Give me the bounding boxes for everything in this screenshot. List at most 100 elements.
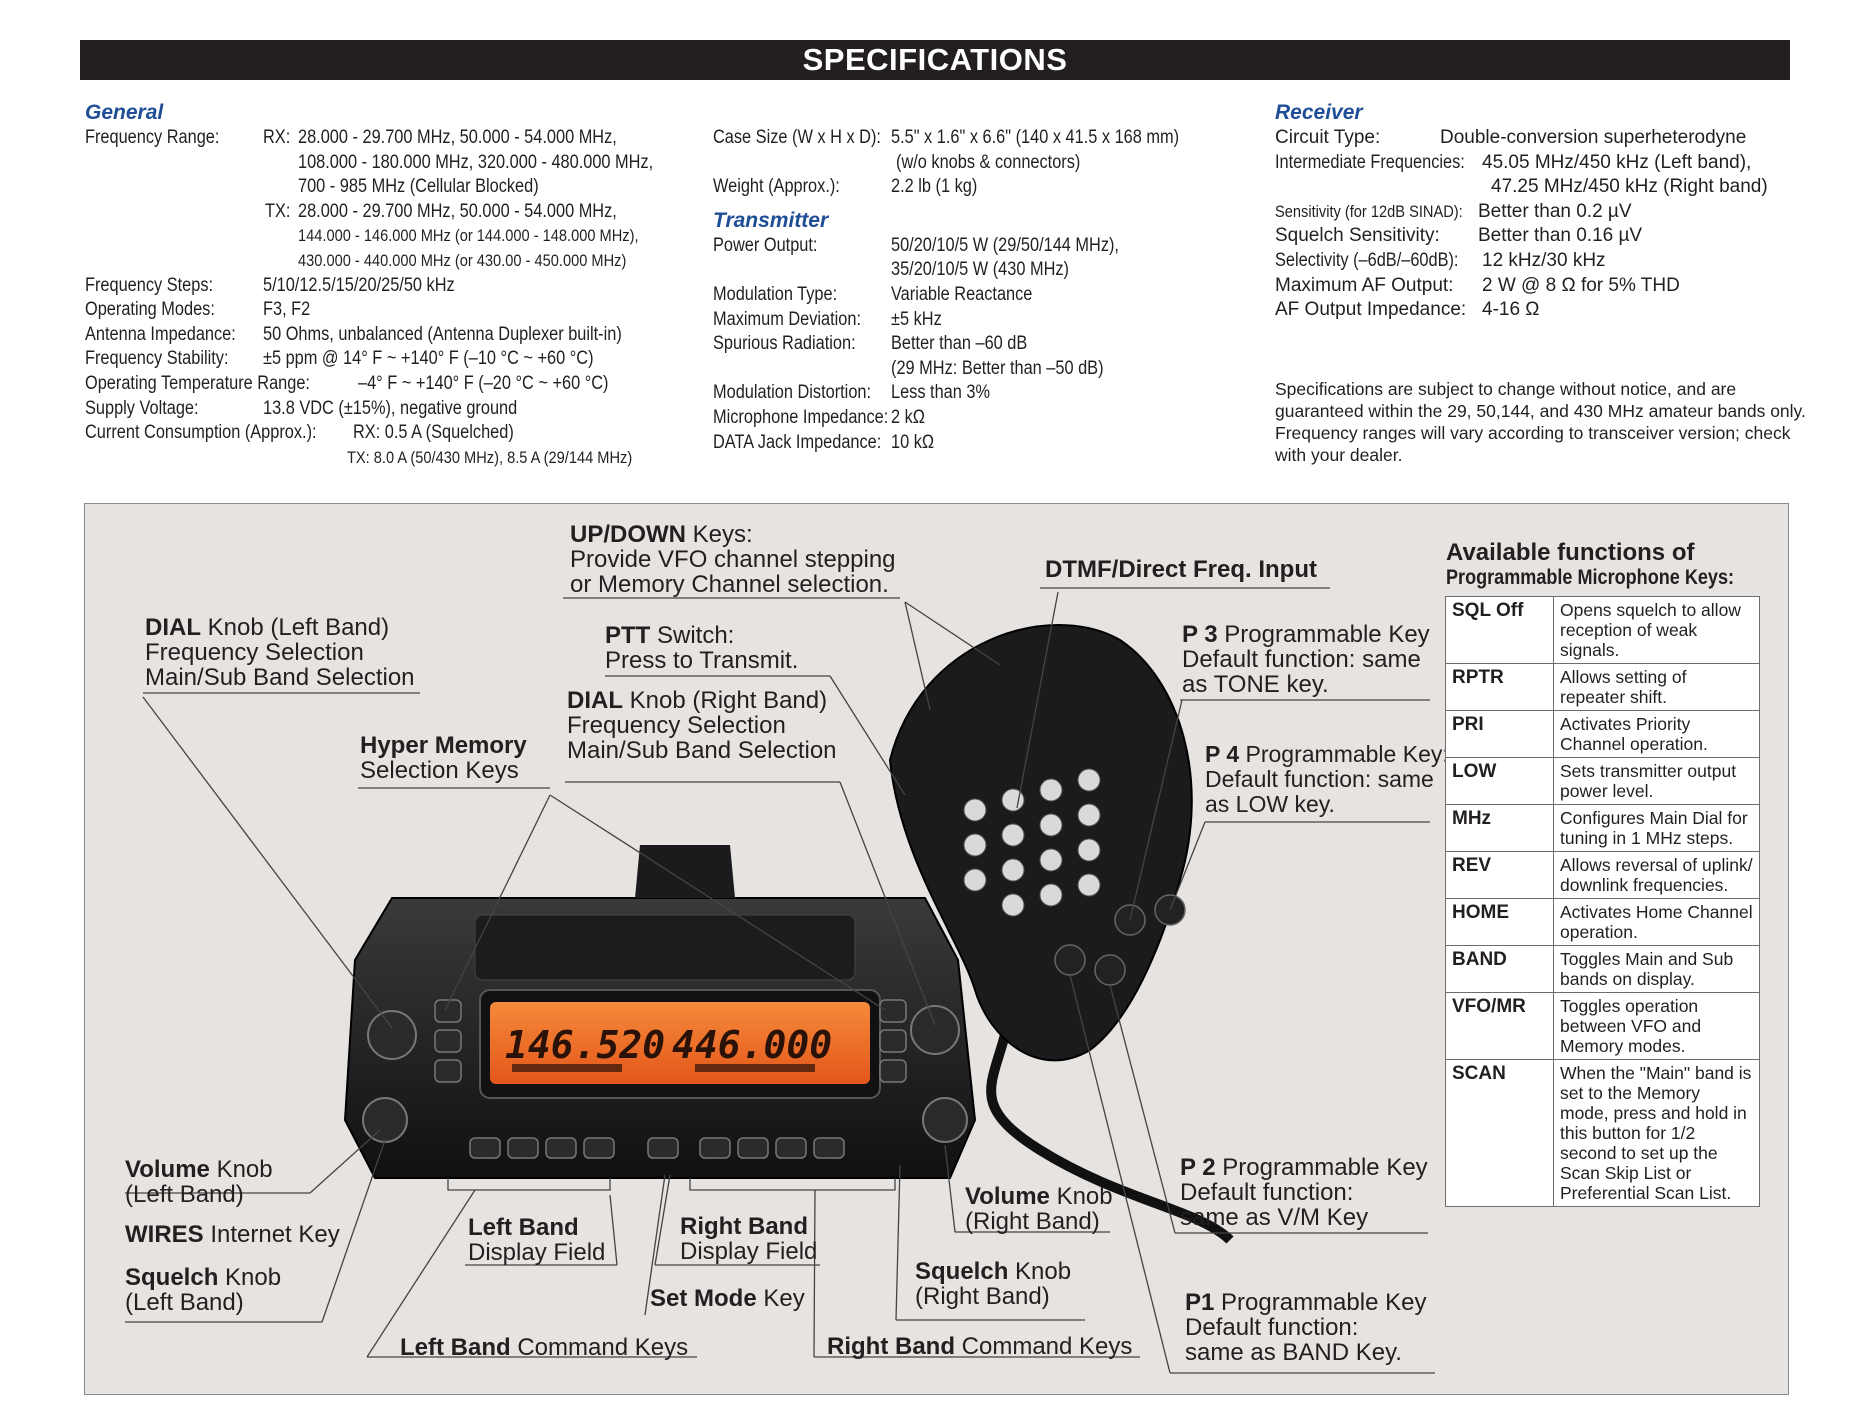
weight-label: Weight (Approx.): bbox=[713, 176, 840, 198]
case-note-row: (w/o knobs & connectors) bbox=[713, 151, 1253, 176]
callout-dial-right-line: Frequency Selection bbox=[567, 712, 786, 739]
callout-p3: P 3 Programmable Key Default function: s… bbox=[1182, 622, 1430, 697]
general-title: General bbox=[85, 101, 164, 124]
case-size-note: (w/o knobs & connectors) bbox=[896, 151, 1081, 173]
callout-rbd-line: Display Field bbox=[680, 1238, 818, 1265]
callout-p1-line: Default function: bbox=[1185, 1314, 1359, 1341]
callout-squelch-left-title: Squelch bbox=[125, 1264, 219, 1291]
callout-setmode-title: Set Mode bbox=[650, 1285, 757, 1312]
general-section: General Frequency Range: RX: 28.000 - 29… bbox=[85, 100, 705, 470]
callout-ptt: PTT Switch: Press to Transmit. bbox=[605, 623, 798, 673]
function-key: LOW bbox=[1445, 757, 1554, 805]
callout-volume-left: Volume Knob (Left Band) bbox=[125, 1157, 273, 1207]
power-row-2: 35/20/10/5 W (430 MHz) bbox=[713, 258, 1253, 283]
squelch-sens-label: Squelch Sensitivity: bbox=[1275, 225, 1440, 247]
callout-dial-left-line: Main/Sub Band Selection bbox=[145, 664, 415, 691]
current-row: Current Consumption (Approx.): RX: 0.5 A… bbox=[85, 421, 705, 446]
case-size-label: Case Size (W x H x D): bbox=[713, 127, 881, 148]
callout-squelch-left-line: (Left Band) bbox=[125, 1289, 244, 1316]
callout-set-mode: Set Mode Key bbox=[650, 1286, 805, 1311]
callout-dtmf-title: DTMF/Direct Freq. Input bbox=[1045, 556, 1317, 583]
voltage-label: Supply Voltage: bbox=[85, 397, 199, 419]
data-jack-label: DATA Jack Impedance: bbox=[713, 431, 882, 453]
callout-volume-right: Volume Knob (Right Band) bbox=[965, 1184, 1113, 1234]
callout-volume-right-title: Volume bbox=[965, 1183, 1050, 1210]
tx-line-row: 430.000 - 440.000 MHz (or 430.00 - 450.0… bbox=[85, 249, 705, 274]
callout-p1: P1 Programmable Key Default function: sa… bbox=[1185, 1290, 1426, 1365]
lcd-left-frequency: 146.520 bbox=[505, 1023, 665, 1067]
freq-range-row: Frequency Range: RX: 28.000 - 29.700 MHz… bbox=[85, 126, 705, 151]
callout-left-band-display: Left Band Display Field bbox=[468, 1215, 605, 1265]
callout-p2-line: same as V/M Key bbox=[1180, 1204, 1369, 1231]
volume-knob-right[interactable] bbox=[922, 1097, 968, 1143]
data-jack-value: 10 kΩ bbox=[891, 431, 935, 453]
callout-p2: P 2 Programmable Key Default function: s… bbox=[1180, 1155, 1428, 1230]
function-key: HOME bbox=[1445, 898, 1554, 946]
hyper-memory-keys[interactable] bbox=[434, 999, 907, 1083]
page-title: SPECIFICATIONS bbox=[802, 42, 1068, 77]
dial-knob-right[interactable] bbox=[910, 1005, 960, 1055]
tx-line: 430.000 - 440.000 MHz (or 430.00 - 450.0… bbox=[298, 250, 627, 270]
callout-volume-left-title: Volume bbox=[125, 1156, 210, 1183]
af-impedance-label: AF Output Impedance: bbox=[1275, 299, 1467, 321]
deviation-value: ±5 kHz bbox=[891, 308, 942, 330]
if-value: 45.05 MHz/450 kHz (Left band), bbox=[1482, 151, 1752, 173]
distortion-value: Less than 3% bbox=[891, 382, 991, 404]
callout-dial-right-title: DIAL bbox=[567, 687, 623, 714]
circuit-label: Circuit Type: bbox=[1275, 127, 1381, 148]
tx-line: 144.000 - 146.000 MHz (or 144.000 - 148.… bbox=[298, 226, 639, 246]
selectivity-row: Selectivity (–6dB/–60dB): 12 kHz/30 kHz bbox=[1275, 249, 1835, 274]
voltage-value: 13.8 VDC (±15%), negative ground bbox=[263, 397, 518, 419]
case-size-row: Case Size (W x H x D): 5.5" x 1.6" x 6.6… bbox=[713, 126, 1253, 151]
receiver-title: Receiver bbox=[1275, 101, 1363, 124]
callout-hyper-memory: Hyper Memory Selection Keys bbox=[360, 733, 527, 783]
rx-line: 108.000 - 180.000 MHz, 320.000 - 480.000… bbox=[298, 151, 654, 173]
modtype-label: Modulation Type: bbox=[713, 283, 838, 305]
functions-title: Available functions of bbox=[1446, 539, 1695, 566]
callout-dtmf: DTMF/Direct Freq. Input bbox=[1045, 557, 1317, 582]
af-output-value: 2 W @ 8 Ω for 5% THD bbox=[1482, 274, 1680, 296]
callout-ptt-rest: Switch: bbox=[650, 622, 735, 649]
p2-key bbox=[1094, 954, 1126, 986]
callout-squelch-right-title: Squelch bbox=[915, 1258, 1009, 1285]
callout-updown-keys: UP/DOWN Keys: Provide VFO channel steppi… bbox=[570, 522, 896, 597]
rx-line-row: 700 - 985 MHz (Cellular Blocked) bbox=[85, 175, 705, 200]
callout-squelch-right-rest: Knob bbox=[1008, 1258, 1072, 1285]
command-keys[interactable] bbox=[469, 1137, 845, 1159]
callout-ptt-title: PTT bbox=[605, 622, 651, 649]
distortion-label: Modulation Distortion: bbox=[713, 382, 872, 404]
current-tx: TX: 8.0 A (50/430 MHz), 8.5 A (29/144 MH… bbox=[347, 447, 633, 467]
callout-dial-left-line: Frequency Selection bbox=[145, 639, 364, 666]
weight-value: 2.2 lb (1 kg) bbox=[891, 176, 978, 198]
function-key: PRI bbox=[1445, 710, 1554, 758]
callout-left-band-command: Left Band Command Keys bbox=[400, 1335, 688, 1360]
callout-wires: WIRES Internet Key bbox=[125, 1222, 340, 1247]
current-label: Current Consumption (Approx.): bbox=[85, 422, 317, 444]
functions-subtitle-text: Programmable Microphone Keys: bbox=[1446, 566, 1735, 589]
callout-rbd-title: Right Band bbox=[680, 1213, 808, 1240]
callout-p1-title: P1 bbox=[1185, 1289, 1215, 1316]
mic-keypad[interactable] bbox=[963, 768, 1101, 917]
temp-row: Operating Temperature Range: –4° F ~ +14… bbox=[85, 372, 705, 397]
circuit-row: Circuit Type: Double-conversion superhet… bbox=[1275, 126, 1835, 151]
steps-label: Frequency Steps: bbox=[85, 274, 214, 296]
tx-prefix: TX: bbox=[265, 200, 291, 222]
temp-value: –4° F ~ +140° F (–20 °C ~ +60 °C) bbox=[358, 372, 609, 394]
callout-volume-right-rest: Knob bbox=[1049, 1183, 1113, 1210]
callout-leader-lines bbox=[125, 587, 1435, 1374]
mic-programmable-keys[interactable] bbox=[1054, 894, 1186, 986]
callout-p2-line: Default function: bbox=[1180, 1179, 1354, 1206]
impedance-value: 50 Ohms, unbalanced (Antenna Duplexer bu… bbox=[263, 323, 622, 345]
function-description: Sets transmitter output power level. bbox=[1553, 757, 1760, 805]
volume-knob-left[interactable] bbox=[362, 1097, 408, 1143]
rx-line-row: 108.000 - 180.000 MHz, 320.000 - 480.000… bbox=[85, 151, 705, 176]
dial-knob-left[interactable] bbox=[367, 1010, 417, 1060]
power-value: 35/20/10/5 W (430 MHz) bbox=[891, 259, 1070, 281]
modes-row: Operating Modes: F3, F2 bbox=[85, 298, 705, 323]
